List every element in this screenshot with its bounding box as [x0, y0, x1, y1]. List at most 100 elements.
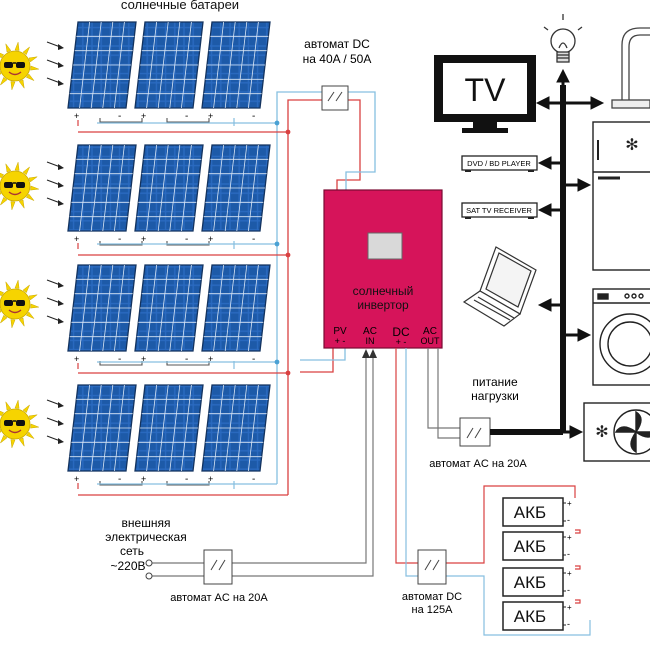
panel-plus-terminal: +: [141, 234, 146, 244]
grid-terminals: [145, 559, 153, 580]
panel-plus-terminal: +: [141, 354, 146, 364]
panel-minus-terminal: -: [252, 354, 255, 365]
load-supply-label-2: нагрузки: [471, 389, 519, 403]
panel-plus-terminal: +: [141, 474, 146, 484]
battery-icon: АКБ + -: [502, 601, 572, 631]
panel-minus-terminal: -: [252, 474, 255, 485]
panel-minus-terminal: -: [185, 354, 188, 365]
panel-plus-terminal: +: [141, 111, 146, 121]
grid-label-2: электрическая: [105, 530, 186, 544]
solar-panel: +-: [67, 384, 137, 485]
panel-plus-terminal: +: [208, 111, 213, 121]
snowflake-icon: ✻: [625, 137, 638, 154]
battery-label: АКБ: [514, 537, 546, 556]
panel-minus-terminal: -: [185, 474, 188, 485]
inverter-label-2: инвертор: [357, 298, 409, 312]
load-supply-label-1: питание: [472, 375, 518, 389]
grid-wiring: [152, 349, 377, 577]
solar-panel: +-: [67, 21, 137, 122]
dc-breaker-top-label-1: автомат DC: [304, 37, 370, 51]
sun-icon: [0, 279, 64, 328]
solar-panel: +-: [67, 264, 137, 365]
inverter-label-1: солнечный: [353, 284, 414, 298]
dvd-player-icon: [461, 155, 538, 172]
panel-plus-terminal: +: [74, 234, 79, 244]
tv-label: TV: [465, 72, 507, 108]
solar-panel: +-: [67, 144, 137, 245]
ac-breaker-grid-label: автомат AC на 20A: [170, 592, 268, 604]
bus-junctions: [274, 120, 291, 376]
sun-icon: [0, 161, 64, 210]
solar-panels-title: солнечные батареи: [121, 0, 239, 12]
solar-panel-array: +-+-+-+-+-+-+-+-+-+-+-+-: [67, 21, 271, 489]
battery-icon: АКБ + -: [502, 497, 572, 527]
air-conditioner-icon: [583, 402, 650, 462]
fridge-icon: [592, 121, 650, 271]
solar-panel: +-: [134, 144, 204, 245]
port-dc-polarity: + -: [396, 337, 407, 347]
panel-minus-terminal: -: [118, 234, 121, 245]
dc-breaker-battery-label-1: автомат DC: [402, 591, 462, 603]
panel-minus-terminal: -: [252, 234, 255, 245]
ac-breaker-load-label: автомат AC на 20A: [429, 458, 527, 470]
pv-wiring: [78, 91, 376, 496]
solar-panel: +-: [134, 21, 204, 122]
dvd-label: DVD / BD PLAYER: [467, 159, 531, 168]
sun-group: [0, 41, 64, 448]
panel-minus-terminal: -: [118, 111, 121, 122]
grid-label-1: внешняя: [122, 516, 171, 530]
panel-plus-terminal: +: [208, 474, 213, 484]
grid-label-4: ~220В: [110, 559, 145, 573]
battery-wiring: [395, 348, 591, 636]
load-bus-arrows: [535, 68, 605, 439]
port-ac-in-label-1: AC: [363, 326, 377, 337]
ac-breaker-grid: [203, 549, 233, 585]
panel-minus-terminal: -: [118, 354, 121, 365]
dc-breaker-battery-label-2: на 125A: [412, 604, 454, 616]
sat-label: SAT TV RECEIVER: [466, 206, 532, 215]
battery-plus: +: [567, 533, 572, 542]
port-ac-out-label-1: AC: [423, 326, 437, 337]
dc-breaker-top-label-2: на 40A / 50A: [303, 52, 372, 66]
load-wiring: [427, 348, 460, 439]
battery-label: АКБ: [514, 503, 546, 522]
solar-panel: +-: [201, 21, 271, 122]
battery-minus: -: [567, 515, 570, 525]
battery-bank: АКБ + - АКБ + - АКБ + - АКБ + -: [502, 497, 572, 631]
tv-icon: [434, 55, 536, 133]
panel-minus-terminal: -: [185, 111, 188, 122]
ac-breaker-load: [459, 417, 491, 447]
battery-minus: -: [567, 549, 570, 559]
panel-plus-terminal: +: [74, 111, 79, 121]
port-ac-out-label-2: OUT: [421, 336, 441, 346]
load-bus: [490, 85, 566, 435]
battery-minus: -: [567, 585, 570, 595]
sun-icon: [0, 41, 64, 90]
port-pv-polarity: + -: [335, 336, 346, 346]
solar-panel: +-: [201, 384, 271, 485]
battery-label: АКБ: [514, 607, 546, 626]
solar-panel: +-: [134, 384, 204, 485]
solar-panel: +-: [201, 144, 271, 245]
grid-label-3: сеть: [120, 544, 144, 558]
battery-icon: АКБ + -: [502, 567, 572, 597]
laptop-icon: [462, 246, 537, 327]
battery-minus: -: [567, 619, 570, 629]
panel-plus-terminal: +: [74, 354, 79, 364]
faucet-icon: [611, 27, 650, 109]
battery-label: АКБ: [514, 573, 546, 592]
battery-plus: +: [567, 569, 572, 578]
panel-plus-terminal: +: [208, 354, 213, 364]
sat-receiver-icon: [461, 202, 538, 219]
sun-icon: [0, 399, 64, 448]
solar-panel: +-: [134, 264, 204, 365]
battery-plus: +: [567, 603, 572, 612]
solar-panel: +-: [201, 264, 271, 365]
port-pv-label: PV: [333, 326, 347, 337]
panel-minus-terminal: -: [185, 234, 188, 245]
battery-plus: +: [567, 499, 572, 508]
panel-minus-terminal: -: [252, 111, 255, 122]
dc-breaker-top: [321, 85, 349, 111]
port-ac-in-label-2: IN: [366, 336, 375, 346]
